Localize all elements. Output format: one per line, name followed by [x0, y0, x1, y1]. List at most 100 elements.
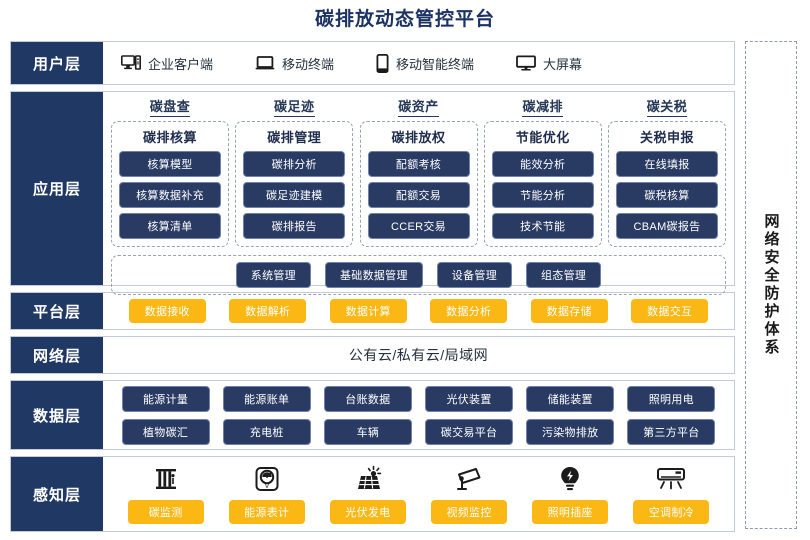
security-system-column: 网络安全防护体系 [745, 41, 797, 529]
platform-item[interactable]: 数据解析 [229, 299, 307, 323]
layer-application: 应用层 碳盘查 碳排核算 核算模型 核算数据补充 核算清单 [10, 91, 735, 295]
group-title: 碳减排 [522, 96, 563, 117]
group-box: 碳排管理 碳排分析 碳足迹建模 碳排报告 [235, 121, 354, 247]
group-box: 节能优化 能效分析 节能分析 技术节能 [483, 121, 602, 247]
data-item[interactable]: 储能装置 [526, 385, 615, 412]
platform-item[interactable]: 数据计算 [329, 299, 407, 323]
data-item[interactable]: 光伏装置 [425, 385, 514, 412]
data-item[interactable]: 第三方平台 [627, 418, 716, 445]
smartphone-icon [376, 53, 389, 73]
security-system-label: 网络安全防护体系 [762, 213, 780, 357]
app-item[interactable]: 在线填报 [616, 151, 718, 177]
group-box: 碳排核算 核算模型 核算数据补充 核算清单 [111, 121, 229, 247]
app-group-carbon-tariff: 碳关税 关税申报 在线填报 碳税核算 CBAM碳报告 [608, 96, 726, 247]
data-item[interactable]: 能源账单 [222, 385, 311, 412]
user-item-large-screen[interactable]: 大屏幕 [516, 54, 582, 73]
data-item[interactable]: 碳交易平台 [425, 418, 514, 445]
app-group-carbon-reduction: 碳减排 节能优化 能效分析 节能分析 技术节能 [483, 96, 602, 247]
sense-item-energy-meter[interactable]: V 能源表计 [228, 464, 305, 524]
group-subtitle: 节能优化 [515, 130, 570, 145]
sense-item-label[interactable]: 光伏发电 [329, 500, 406, 524]
user-item-label: 移动终端 [282, 56, 335, 72]
app-group-carbon-asset: 碳资产 碳排放权 配额考核 配额交易 CCER交易 [359, 96, 478, 247]
common-item[interactable]: 系统管理 [235, 262, 311, 288]
common-item[interactable]: 组态管理 [526, 262, 602, 288]
data-row: 植物碳汇 充电桩 车辆 碳交易平台 污染物排放 第三方平台 [115, 418, 722, 445]
layer-data-label: 数据层 [11, 381, 103, 449]
data-item[interactable]: 污染物排放 [526, 418, 615, 445]
sense-item-label[interactable]: 照明插座 [532, 500, 609, 524]
carbon-sensor-icon [152, 464, 180, 494]
sense-item-air-conditioning[interactable]: 空调制冷 [633, 464, 710, 524]
app-group-carbon-footprint: 碳足迹 碳排管理 碳排分析 碳足迹建模 碳排报告 [235, 96, 354, 247]
layer-network: 网络层 公有云/私有云/局域网 [10, 336, 735, 374]
user-layer-items: 企业客户端 移动终端 [103, 53, 734, 73]
app-item[interactable]: 配额交易 [367, 182, 470, 208]
layer-platform: 平台层 数据接收 数据解析 数据计算 数据分析 数据存储 数据交互 [10, 292, 735, 330]
common-management-box: 系统管理 基础数据管理 设备管理 组态管理 [111, 255, 726, 295]
group-box: 关税申报 在线填报 碳税核算 CBAM碳报告 [608, 121, 726, 247]
sense-item-label[interactable]: 视频监控 [431, 500, 508, 524]
layer-platform-label: 平台层 [11, 293, 103, 329]
user-item-enterprise-client[interactable]: 企业客户端 [121, 54, 213, 73]
app-item[interactable]: CBAM碳报告 [616, 213, 718, 239]
user-item-mobile-terminal[interactable]: 移动终端 [255, 54, 334, 73]
sense-item-label[interactable]: 空调制冷 [633, 500, 710, 524]
data-item[interactable]: 车辆 [323, 418, 412, 445]
group-subtitle: 碳排管理 [267, 130, 322, 145]
app-item[interactable]: 碳排报告 [243, 213, 346, 239]
layer-stack: 用户层 [10, 41, 735, 532]
common-item[interactable]: 设备管理 [436, 262, 512, 288]
data-item[interactable]: 植物碳汇 [121, 418, 210, 445]
desktop-tower-icon [121, 55, 141, 71]
layer-application-label: 应用层 [11, 92, 103, 285]
data-row: 能源计量 能源账单 台账数据 光伏装置 储能装置 照明用电 [115, 385, 722, 412]
app-item[interactable]: 核算清单 [119, 213, 221, 239]
sense-item-label[interactable]: 碳监测 [127, 500, 204, 524]
data-item[interactable]: 能源计量 [121, 385, 210, 412]
app-item[interactable]: 能效分析 [491, 151, 594, 177]
user-item-smart-mobile-terminal[interactable]: 移动智能终端 [376, 53, 475, 73]
sense-item-label[interactable]: 能源表计 [228, 500, 305, 524]
application-groups: 碳盘查 碳排核算 核算模型 核算数据补充 核算清单 碳足迹 碳排管理 [111, 96, 726, 247]
data-item[interactable]: 台账数据 [323, 385, 412, 412]
app-item[interactable]: 节能分析 [491, 182, 594, 208]
platform-item[interactable]: 数据接收 [128, 299, 206, 323]
sense-item-lighting-socket[interactable]: 照明插座 [532, 464, 609, 524]
group-box: 碳排放权 配额考核 配额交易 CCER交易 [359, 121, 478, 247]
app-item[interactable]: 碳税核算 [616, 182, 718, 208]
platform-item[interactable]: 数据交互 [631, 299, 709, 323]
platform-item[interactable]: 数据分析 [430, 299, 508, 323]
layer-user: 用户层 [10, 41, 735, 85]
layer-data: 数据层 能源计量 能源账单 台账数据 光伏装置 储能装置 照明用电 植物碳汇 充… [10, 380, 735, 450]
platform-item[interactable]: 数据存储 [530, 299, 608, 323]
sense-item-solar-power[interactable]: 光伏发电 [329, 464, 406, 524]
app-item[interactable]: 技术节能 [491, 213, 594, 239]
data-item[interactable]: 充电桩 [222, 418, 311, 445]
app-group-carbon-inventory: 碳盘查 碳排核算 核算模型 核算数据补充 核算清单 [111, 96, 229, 247]
group-title: 碳资产 [398, 96, 439, 117]
app-item[interactable]: 核算模型 [119, 151, 221, 177]
sense-item-video-surveillance[interactable]: 视频监控 [431, 464, 508, 524]
svg-text:V: V [264, 483, 269, 490]
data-item[interactable]: 照明用电 [627, 385, 716, 412]
sense-item-carbon-monitor[interactable]: 碳监测 [127, 464, 204, 524]
group-subtitle: 关税申报 [639, 130, 694, 145]
app-item[interactable]: 核算数据补充 [119, 182, 221, 208]
app-item[interactable]: 碳足迹建模 [243, 182, 346, 208]
user-item-label: 移动智能终端 [396, 56, 475, 72]
air-conditioner-icon [655, 464, 687, 494]
layer-user-label: 用户层 [11, 42, 103, 84]
user-item-label: 企业客户端 [148, 56, 214, 72]
cctv-camera-icon [454, 464, 484, 494]
app-item[interactable]: 碳排分析 [243, 151, 346, 177]
group-subtitle: 碳排核算 [142, 130, 197, 145]
app-item[interactable]: CCER交易 [367, 213, 470, 239]
group-title: 碳足迹 [273, 96, 315, 117]
group-title: 碳关税 [646, 96, 688, 117]
app-item[interactable]: 配额考核 [367, 151, 470, 177]
layer-sensing-label: 感知层 [11, 457, 103, 531]
common-item[interactable]: 基础数据管理 [324, 262, 423, 288]
lightbulb-icon [557, 464, 583, 494]
